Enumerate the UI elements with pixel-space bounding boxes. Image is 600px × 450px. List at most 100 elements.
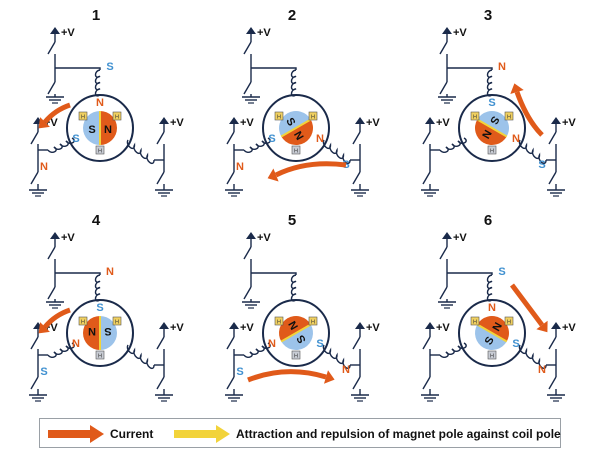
hall-sensor-label: H	[490, 149, 494, 155]
rotor: NS	[279, 111, 313, 145]
hall-sensor-label: H	[490, 354, 494, 360]
coil-left	[243, 137, 271, 153]
coil-pole-label: N	[236, 161, 244, 173]
step-number: 1	[92, 7, 100, 24]
rotor: NS	[279, 316, 313, 350]
hall-sensor-label: H	[311, 320, 315, 326]
supply-chain-top: +V	[242, 232, 271, 309]
switch-upper	[47, 246, 56, 260]
supply-chain-left: +V	[225, 322, 254, 402]
switch-upper	[30, 131, 39, 145]
supply-chain-right: +V	[351, 322, 380, 402]
supply-arrow-icon	[50, 232, 60, 239]
switch-upper	[422, 336, 431, 350]
rotor: NS	[475, 111, 509, 145]
supply-arrow-icon	[551, 117, 561, 124]
rotor-north-label: N	[88, 325, 96, 337]
current-arrow-head	[510, 83, 524, 94]
coil-right	[518, 344, 547, 369]
hall-sensor-icon	[504, 316, 514, 326]
supply-label: +V	[436, 117, 450, 129]
coil-pole-label: N	[40, 161, 48, 173]
supply-label: +V	[61, 27, 75, 39]
wire	[447, 272, 493, 275]
current-arrow-head	[38, 322, 50, 334]
hall-sensor-label: H	[277, 115, 281, 121]
switch-lower	[422, 171, 431, 185]
supply-label: +V	[453, 232, 467, 244]
rotor-north-label: N	[104, 124, 112, 136]
coil-pole-label: N	[72, 338, 80, 350]
coil-top	[94, 69, 101, 97]
rotor-north-half	[477, 316, 509, 342]
coil-pole-label: S	[72, 133, 79, 145]
switch-upper	[352, 336, 361, 350]
supply-arrow-icon	[246, 232, 256, 239]
switch-lower	[243, 286, 252, 300]
supply-chain-left: +V	[29, 117, 58, 197]
hall-sensor-icon	[95, 145, 105, 155]
switch-upper	[156, 336, 165, 350]
legend-current-label: Current	[110, 427, 154, 441]
switch-upper	[243, 41, 252, 55]
supply-chain-right: +V	[547, 322, 576, 402]
switch-upper	[439, 246, 448, 260]
current-arrow-head	[267, 168, 279, 182]
rotor: NS	[475, 316, 509, 350]
supply-label: +V	[170, 322, 184, 334]
supply-chain-right: +V	[547, 117, 576, 197]
coil-pole-label: S	[40, 366, 47, 378]
switch-upper	[47, 41, 56, 55]
supply-label: +V	[170, 117, 184, 129]
wire	[251, 272, 297, 275]
switch-upper	[548, 131, 557, 145]
hall-sensor-label: H	[473, 320, 477, 326]
switch-lower	[548, 376, 557, 390]
legend-current: Current	[48, 425, 153, 443]
coil-pole-label: N	[488, 302, 496, 314]
coil-top	[290, 274, 297, 302]
attraction-arrow-icon	[174, 425, 230, 443]
wire	[447, 67, 493, 70]
coil-pole-label: S	[268, 133, 275, 145]
hall-sensor-label: H	[294, 354, 298, 360]
rotor-north-half	[281, 119, 313, 145]
switch-lower	[156, 376, 165, 390]
switch-lower	[47, 81, 56, 95]
current-arrow	[43, 307, 71, 329]
rotor-north-half	[279, 316, 311, 342]
hall-sensor-icon	[274, 316, 284, 326]
coil-pole-label: N	[498, 61, 506, 73]
supply-arrow-icon	[442, 232, 452, 239]
rotor: NS	[83, 111, 117, 145]
wire	[251, 67, 297, 70]
supply-arrow-icon	[50, 27, 60, 34]
coil-pole-label: S	[236, 366, 243, 378]
supply-chain-top: +V	[242, 27, 271, 104]
switch-upper	[30, 336, 39, 350]
switch-lower	[156, 171, 165, 185]
switch-lower	[47, 286, 56, 300]
switch-lower	[422, 376, 431, 390]
hall-sensor-icon	[112, 111, 122, 121]
hall-sensor-icon	[487, 145, 497, 155]
coil-left	[439, 137, 467, 153]
supply-chain-right: +V	[155, 117, 184, 197]
switch-lower	[226, 376, 235, 390]
switch-lower	[30, 171, 39, 185]
hall-sensor-icon	[291, 145, 301, 155]
hall-sensor-label: H	[98, 354, 102, 360]
supply-arrow-icon	[246, 27, 256, 34]
coil-pole-label: N	[268, 338, 276, 350]
step-number: 6	[484, 212, 492, 229]
switch-upper	[422, 131, 431, 145]
supply-chain-top: +V	[438, 232, 467, 309]
supply-label: +V	[562, 117, 576, 129]
supply-chain-left: +V	[421, 322, 450, 402]
switch-upper	[439, 41, 448, 55]
coil-pole-label: S	[538, 159, 545, 171]
switch-lower	[439, 81, 448, 95]
hall-sensor-label: H	[294, 149, 298, 155]
